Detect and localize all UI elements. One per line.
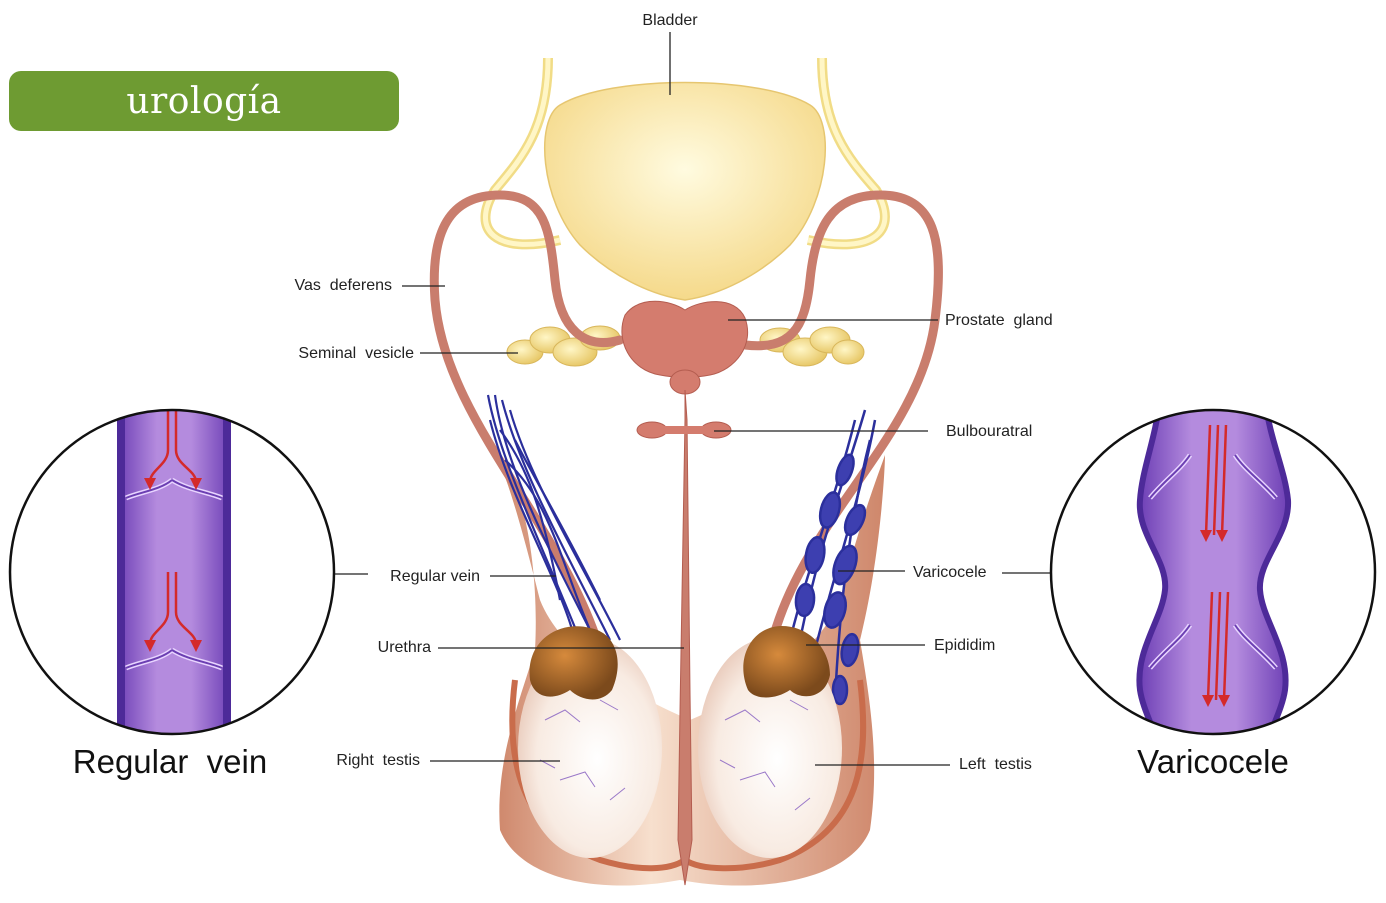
label-prostate-gland: Prostate gland bbox=[945, 312, 1053, 329]
label-epididim: Epididim bbox=[934, 637, 995, 654]
prostate bbox=[622, 301, 748, 394]
caption-regular-vein: Regular vein bbox=[73, 743, 267, 780]
regular-vein-plexus bbox=[488, 395, 620, 640]
caption-varicocele: Varicocele bbox=[1137, 743, 1289, 780]
label-vas-deferens: Vas deferens bbox=[294, 277, 392, 294]
label-bladder: Bladder bbox=[642, 12, 698, 29]
bladder-shape bbox=[545, 83, 826, 301]
label-urethra: Urethra bbox=[378, 639, 431, 656]
regular-vein-inset: Regular vein bbox=[10, 400, 334, 780]
label-left-testis: Left testis bbox=[959, 756, 1032, 773]
label-varicocele: Varicocele bbox=[913, 564, 987, 581]
epididymis bbox=[530, 626, 830, 699]
label-regular-vein: Regular vein bbox=[390, 568, 480, 585]
label-bulbouratral: Bulbouratral bbox=[946, 423, 1032, 440]
label-right-testis: Right testis bbox=[336, 752, 420, 769]
label-seminal-vesicle: Seminal vesicle bbox=[298, 345, 414, 362]
varicocele-inset: Varicocele bbox=[1051, 400, 1375, 780]
